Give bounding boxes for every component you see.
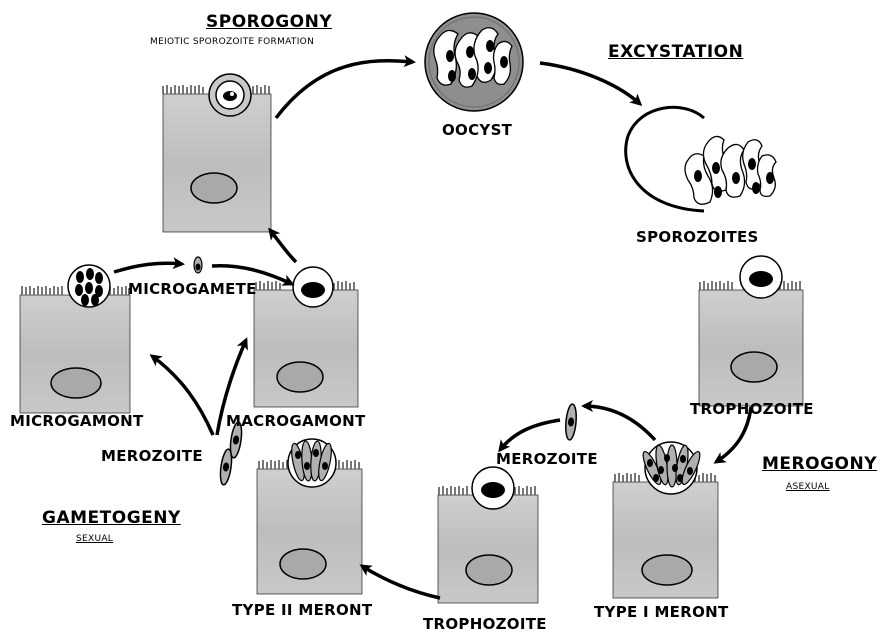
label-microgamete: MICROGAMETE <box>128 282 257 297</box>
arrow-meront-to-merozoite <box>584 406 655 440</box>
cell-type-two-meront <box>257 439 362 594</box>
cell-microgamont <box>20 265 130 413</box>
label-macrogamont: MACROGAMONT <box>226 414 366 429</box>
stage-subtitle-merogony: ASEXUAL <box>786 483 830 492</box>
sporozoites-icon <box>626 107 776 211</box>
stage-subtitle-gametogeny: SEXUAL <box>76 535 113 544</box>
cell-sporogony <box>163 74 271 232</box>
nucleus-icon <box>642 555 692 585</box>
label-type-one-meront: TYPE I MERONT <box>594 605 729 620</box>
cell-trophozoite-right <box>699 256 803 406</box>
arrow-microgamont-to-microgamete <box>114 263 182 272</box>
arrow-oocyst-to-excystation <box>540 63 640 104</box>
label-trophozoite-right: TROPHOZOITE <box>690 402 814 417</box>
nucleus-icon <box>731 352 777 382</box>
nucleus-icon <box>191 173 237 203</box>
oocyst-icon <box>425 13 523 111</box>
arrow-macrogamont-to-sporogony <box>270 230 296 262</box>
cell-trophozoite-bottom <box>438 467 538 603</box>
stage-title-sporogony: SPOROGONY <box>206 14 332 31</box>
cell-macrogamont <box>254 267 358 407</box>
cell-type-one-meront <box>613 442 718 598</box>
microgamete-icon <box>194 257 202 273</box>
nucleus-icon <box>51 368 101 398</box>
label-merozoite-right: MEROZOITE <box>496 452 598 467</box>
stage-title-gametogeny: GAMETOGENY <box>42 510 181 527</box>
stage-subtitle-sporogony: MEIOTIC SPOROZOITE FORMATION <box>150 38 314 47</box>
nucleus-icon <box>277 362 323 392</box>
stage-title-excystation: EXCYSTATION <box>608 44 743 61</box>
arrow-merozoite-to-microgamont <box>152 356 213 435</box>
merozoite-icon <box>564 404 577 441</box>
label-sporozoites: SPOROZOITES <box>636 230 759 245</box>
nucleus-icon <box>466 555 512 585</box>
label-type-two-meront: TYPE II MERONT <box>232 603 372 618</box>
nucleus-icon <box>280 549 326 579</box>
arrow-trophozoite-to-type-two <box>362 566 440 598</box>
label-merozoite-left: MEROZOITE <box>101 449 203 464</box>
stage-title-merogony: MEROGONY <box>762 456 877 473</box>
label-oocyst: OOCYST <box>442 123 512 138</box>
label-trophozoite-bottom: TROPHOZOITE <box>423 617 547 632</box>
arrow-sporogony-to-oocyst <box>276 61 413 118</box>
merozoite-icon <box>219 448 234 485</box>
label-microgamont: MICROGAMONT <box>10 414 144 429</box>
arrow-merozoite-to-trophozoite <box>500 420 560 450</box>
